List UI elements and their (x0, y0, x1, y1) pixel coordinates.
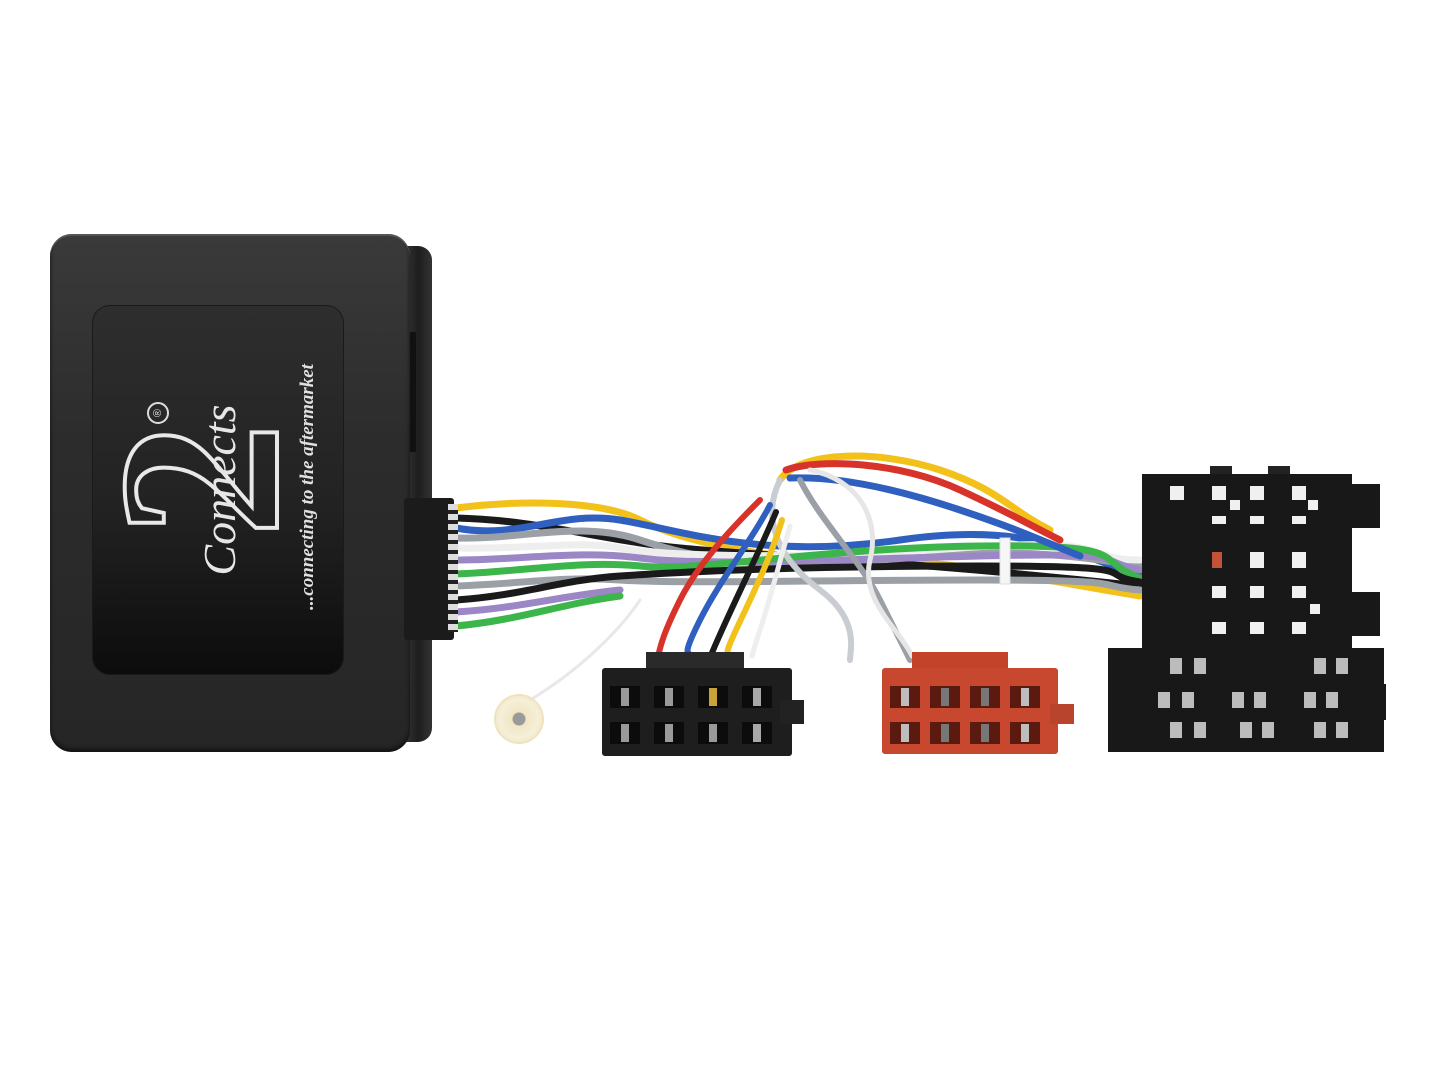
antenna-ring-terminal (496, 696, 542, 742)
vehicle-harness-connector-lower (1108, 648, 1384, 752)
interface-box-label (92, 305, 344, 675)
iso-power-connector-latch (646, 652, 744, 672)
vehicle-harness-connector (1142, 474, 1352, 664)
interface-output-plug (404, 498, 454, 640)
brand-name: Connects (194, 404, 245, 576)
interface-plug-pins (448, 504, 458, 632)
registered-mark: ® (147, 402, 169, 424)
brand-tagline: ...connecting to the aftermarket (297, 364, 318, 610)
iso-speaker-connector (882, 668, 1058, 754)
iso-power-connector-tab (780, 700, 804, 724)
iso-power-connector (602, 668, 792, 756)
iso-speaker-connector-tab (1050, 704, 1074, 724)
iso-speaker-connector-latch (912, 652, 1008, 672)
vehicle-connector-tab (1370, 684, 1386, 720)
